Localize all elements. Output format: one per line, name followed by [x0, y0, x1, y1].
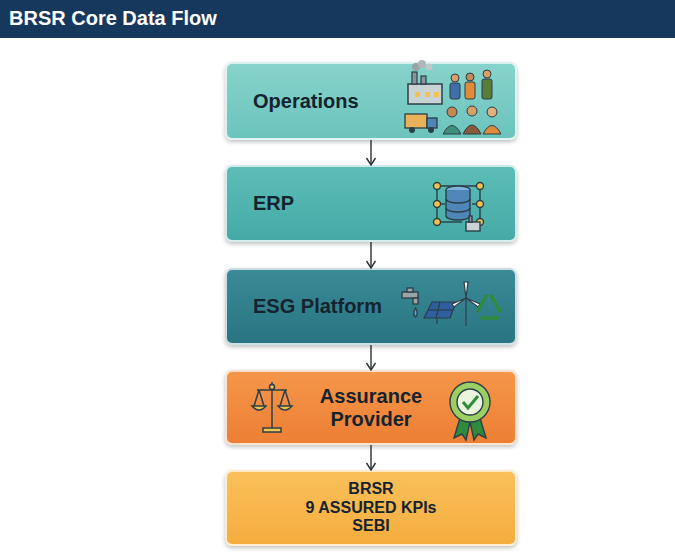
- box-label: SEBI: [352, 517, 389, 535]
- factory-icon: [408, 60, 442, 104]
- box-label: BRSR: [348, 480, 393, 498]
- certification-badge-icon: [450, 382, 490, 440]
- flow-arrow: [370, 242, 371, 268]
- truck-icon: [405, 114, 437, 133]
- title-bar: BRSR Core Data Flow: [0, 0, 675, 38]
- scales-icon: [252, 382, 292, 432]
- box-label: Operations: [253, 90, 359, 113]
- process-box: Assurance Provider: [225, 370, 517, 445]
- process-box: ESG Platform: [225, 268, 517, 345]
- people-icons: [443, 106, 501, 134]
- worker-icons: [450, 70, 492, 99]
- water-tap-icon: [402, 288, 418, 317]
- box-label: 9 ASSURED KPIs: [306, 499, 437, 517]
- flow-arrow: [370, 445, 371, 470]
- flow-arrow: [370, 140, 371, 165]
- diagram-title: BRSR Core Data Flow: [9, 7, 217, 30]
- recycle-icon: [478, 296, 500, 318]
- wind-turbine-icon: [452, 282, 480, 326]
- process-box: Operations: [225, 62, 517, 140]
- box-label: ERP: [253, 192, 294, 215]
- process-box: BRSR9 ASSURED KPIsSEBI: [225, 470, 517, 546]
- solar-panel-icon: [424, 302, 456, 324]
- database-network-icon: [434, 183, 484, 232]
- box-label: Assurance Provider: [297, 385, 445, 431]
- process-box: ERP: [225, 165, 517, 242]
- box-label: ESG Platform: [253, 295, 382, 318]
- flow-arrow: [370, 345, 371, 370]
